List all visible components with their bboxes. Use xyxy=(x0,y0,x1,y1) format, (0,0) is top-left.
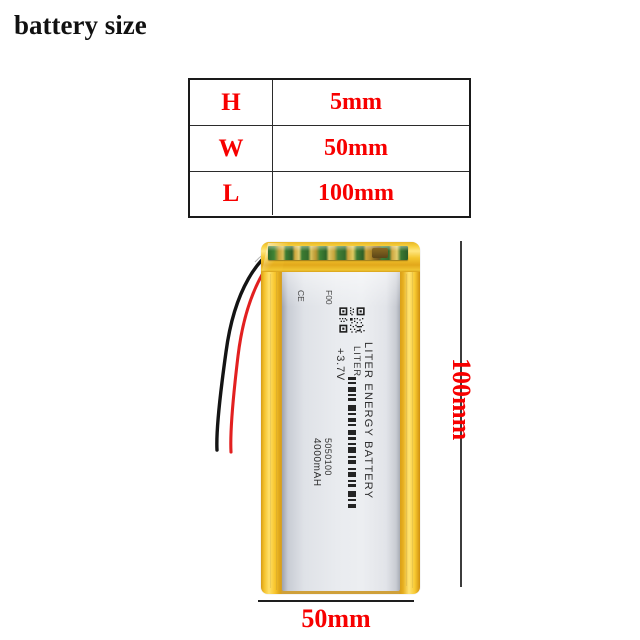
width-dimension-label: 50mm xyxy=(301,604,371,633)
table-row: W 50mm xyxy=(190,126,469,172)
solder-tab xyxy=(372,248,388,258)
qr-code-icon xyxy=(338,306,366,334)
label-cert-mark: CE xyxy=(296,290,306,302)
battery-label-text: LITER ENERGY BATTERY LITER +3.7V 5050100… xyxy=(296,290,396,532)
battery-product-photo: LITER ENERGY BATTERY LITER +3.7V 5050100… xyxy=(200,222,440,600)
foil-crease xyxy=(406,274,407,586)
foil-crease xyxy=(276,272,277,590)
barcode xyxy=(348,377,356,527)
spec-key-l: L xyxy=(190,172,273,215)
foil-crease xyxy=(412,272,413,588)
foil-crease xyxy=(270,274,271,588)
height-dimension-label: 100mm xyxy=(447,358,476,441)
label-batch-code: F00 xyxy=(324,290,334,305)
page-title: battery size xyxy=(14,10,147,40)
label-capacity: 4000mAH xyxy=(311,438,322,487)
spec-value-l: 100mm xyxy=(318,180,394,206)
label-model: 5050100 xyxy=(323,438,333,476)
spec-value-w: 50mm xyxy=(324,135,388,161)
spec-value-h: 5mm xyxy=(330,89,382,115)
spec-key-w: W xyxy=(190,126,273,171)
label-sub-brand: LITER xyxy=(351,346,362,377)
height-dimension-line xyxy=(460,241,462,587)
table-row: H 5mm xyxy=(190,80,469,126)
width-dimension-line xyxy=(258,600,414,602)
spec-key-h: H xyxy=(190,80,273,125)
table-row: L 100mm xyxy=(190,172,469,215)
label-voltage: +3.7V xyxy=(334,348,346,382)
battery-spec-table: H 5mm W 50mm L 100mm xyxy=(188,78,471,218)
label-brand: LITER ENERGY BATTERY xyxy=(362,342,374,500)
pcb-highlight xyxy=(268,246,408,251)
